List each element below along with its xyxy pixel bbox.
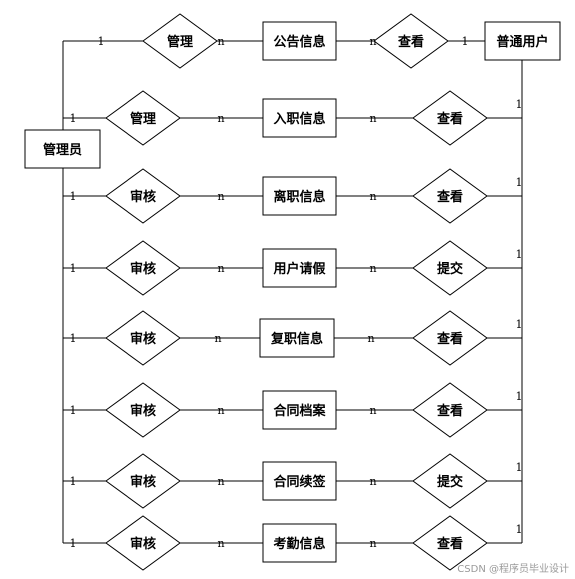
watermark: CSDN @程序员毕业设计	[457, 564, 569, 575]
entity-admin-box	[24, 129, 101, 169]
row-3-card-entity-right: n	[369, 262, 376, 275]
row-7-entity-box	[262, 523, 337, 563]
row-0-entity-label: 公告信息	[273, 34, 325, 50]
row-1-entity-box	[262, 98, 337, 138]
row-5-card-admin: 1	[70, 404, 77, 417]
row-1-card-user: 1	[516, 98, 523, 111]
entity-user-box	[484, 21, 561, 61]
row-0-left-relationship-label: 管理	[167, 34, 193, 50]
row-2-card-entity-left: n	[217, 190, 224, 203]
row-5-card-entity-left: n	[217, 404, 224, 417]
row-6-right-relationship	[412, 453, 488, 509]
row-3-card-user: 1	[516, 248, 523, 261]
row-0-right-relationship-label: 查看	[397, 34, 424, 50]
row-6-left-relationship	[105, 453, 181, 509]
row-6-entity-label: 合同续签	[273, 474, 326, 490]
row-2-right-relationship-label: 查看	[436, 189, 463, 205]
row-2-left-relationship-label: 审核	[130, 189, 156, 205]
row-3-entity-box	[262, 248, 337, 288]
row-2-card-admin: 1	[70, 190, 77, 203]
row-3-left-relationship	[105, 240, 181, 296]
row-4-entity-label: 复职信息	[270, 331, 323, 347]
row-6-right-relationship-label: 提交	[437, 474, 463, 490]
row-0-right-relationship	[373, 13, 449, 69]
row-7-right-relationship	[412, 515, 488, 571]
row-7-card-user: 1	[516, 523, 523, 536]
row-3-right-relationship	[412, 240, 488, 296]
row-1-entity-label: 入职信息	[273, 111, 325, 127]
row-1-left-relationship	[105, 90, 181, 146]
row-4-left-relationship	[105, 310, 181, 366]
row-5-right-relationship	[412, 382, 488, 438]
row-7-entity-label: 考勤信息	[273, 536, 325, 552]
row-2-right-relationship	[412, 168, 488, 224]
row-3-left-relationship-label: 审核	[130, 261, 156, 277]
row-0-card-user: 1	[462, 35, 469, 48]
row-7-card-entity-right: n	[369, 537, 376, 550]
row-5-right-relationship-label: 查看	[436, 403, 463, 419]
row-1-card-admin: 1	[70, 112, 77, 125]
row-1-right-relationship-label: 查看	[436, 111, 463, 127]
row-6-card-entity-left: n	[217, 475, 224, 488]
row-0-card-entity-left: n	[217, 35, 224, 48]
row-6-card-admin: 1	[70, 475, 77, 488]
row-4-right-relationship	[412, 310, 488, 366]
row-7-left-relationship-label: 审核	[130, 536, 156, 552]
row-4-card-entity-right: n	[367, 332, 374, 345]
row-4-entity-box	[259, 318, 335, 358]
row-0-card-admin: 1	[98, 35, 105, 48]
row-5-card-user: 1	[516, 390, 523, 403]
row-7-right-relationship-label: 查看	[436, 536, 463, 552]
row-1-left-relationship-label: 管理	[130, 111, 156, 127]
row-7-card-admin: 1	[70, 537, 77, 550]
row-0-left-relationship	[142, 13, 218, 69]
row-6-card-entity-right: n	[369, 475, 376, 488]
row-0-entity-box	[262, 21, 337, 61]
row-4-card-admin: 1	[70, 332, 77, 345]
row-7-card-entity-left: n	[217, 537, 224, 550]
row-5-left-relationship	[105, 382, 181, 438]
row-5-left-relationship-label: 审核	[130, 403, 156, 419]
row-3-entity-label: 用户请假	[272, 261, 326, 277]
row-1-card-entity-left: n	[217, 112, 224, 125]
row-6-card-user: 1	[516, 461, 523, 474]
row-2-left-relationship	[105, 168, 181, 224]
row-4-card-entity-left: n	[214, 332, 221, 345]
entity-user-label: 普通用户	[496, 34, 548, 50]
row-4-right-relationship-label: 查看	[436, 331, 463, 347]
row-5-entity-label: 合同档案	[273, 403, 326, 419]
row-1-card-entity-right: n	[369, 112, 376, 125]
row-5-card-entity-right: n	[369, 404, 376, 417]
row-2-card-user: 1	[516, 176, 523, 189]
row-4-left-relationship-label: 审核	[130, 331, 156, 347]
row-7-left-relationship	[105, 515, 181, 571]
row-2-entity-box	[262, 176, 337, 216]
row-3-card-admin: 1	[70, 262, 77, 275]
row-5-entity-box	[262, 390, 337, 430]
row-2-card-entity-right: n	[369, 190, 376, 203]
row-4-card-user: 1	[516, 318, 523, 331]
row-0-card-entity-right: n	[369, 35, 376, 48]
row-2-entity-label: 离职信息	[273, 189, 325, 205]
row-3-right-relationship-label: 提交	[437, 261, 463, 277]
entity-admin-label: 管理员	[43, 142, 82, 158]
row-6-entity-box	[262, 461, 337, 501]
row-3-card-entity-left: n	[217, 262, 224, 275]
row-1-right-relationship	[412, 90, 488, 146]
row-6-left-relationship-label: 审核	[130, 474, 156, 490]
